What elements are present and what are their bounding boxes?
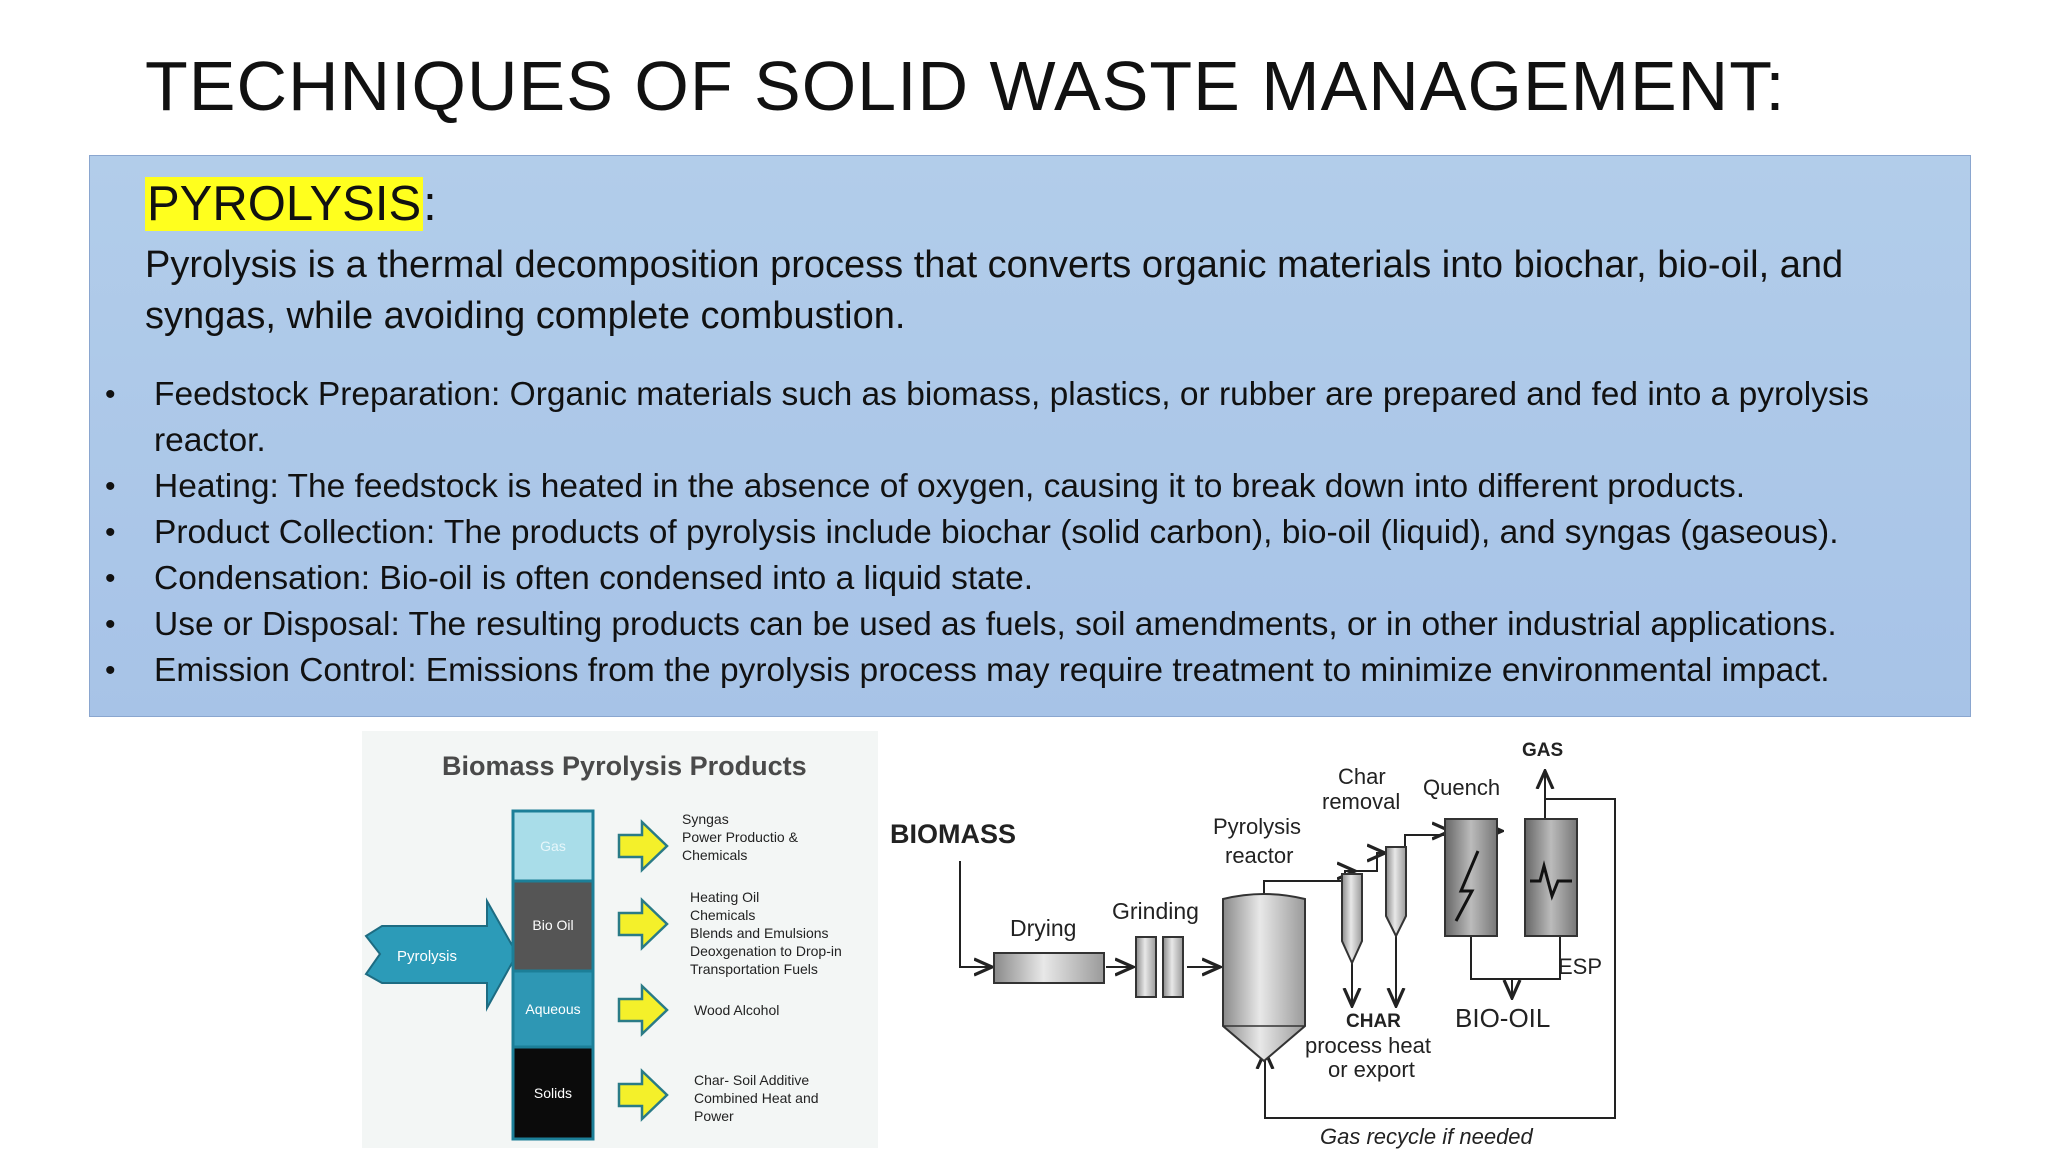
bio-oil-label: BIO-OIL <box>1455 1003 1550 1033</box>
drying-label: Drying <box>1010 915 1076 941</box>
biomass-products-figure: Biomass Pyrolysis Products Pyrolysis Gas… <box>362 731 878 1148</box>
highlighted-heading: PYROLYSIS <box>145 177 424 231</box>
yellow-arrow-icon <box>617 983 669 1037</box>
output-text: Wood Alcohol <box>694 1002 779 1018</box>
aqueous-label: Aqueous <box>525 1001 580 1017</box>
output-text: Heating Oil <box>690 889 759 905</box>
output-text: Blends and Emulsions <box>690 925 829 941</box>
output-text: Power <box>694 1108 734 1124</box>
heading-colon: : <box>423 177 437 231</box>
section-heading: PYROLYSIS: <box>145 176 437 232</box>
bio-oil-layer <box>511 879 595 973</box>
lightning-icon <box>1454 850 1480 922</box>
char-removal-label: Char <box>1338 764 1386 789</box>
bullet-item: Product Collection: The products of pyro… <box>100 510 1960 556</box>
bullet-item: Feedstock Preparation: Organic materials… <box>100 372 1960 464</box>
yellow-arrow-icon <box>617 1068 669 1122</box>
char-note: or export <box>1328 1057 1415 1082</box>
bullet-item: Use or Disposal: The resulting products … <box>100 602 1960 648</box>
gas-label: Gas <box>540 838 566 854</box>
pyrolysis-input-label: Pyrolysis <box>397 948 457 965</box>
pyrolysis-process-diagram: BIOMASS Drying Grinding Pyrolysis reacto… <box>890 740 1616 1149</box>
yellow-arrow-icon <box>617 897 669 951</box>
pyrolysis-input-arrow <box>364 897 519 1012</box>
biomass-products-diagram: Biomass Pyrolysis Products Pyrolysis Gas… <box>364 751 842 1141</box>
pyrolysis-reactor <box>1222 893 1306 1063</box>
bio-oil-label: Bio Oil <box>532 917 573 933</box>
bullet-item: Condensation: Bio-oil is often condensed… <box>100 556 1960 602</box>
bio-oil-manifold <box>1470 936 1561 980</box>
output-text: Chemicals <box>690 907 755 923</box>
solids-layer <box>511 1045 595 1141</box>
yellow-arrow-icon <box>617 819 669 873</box>
reactor-label: Pyrolysis <box>1213 814 1301 839</box>
output-text: Char- Soil Additive <box>694 1072 809 1088</box>
cyclone-2 <box>1385 846 1407 939</box>
esp-unit <box>1524 818 1578 937</box>
intro-paragraph: Pyrolysis is a thermal decomposition pro… <box>145 244 1844 337</box>
gas-label: GAS <box>1522 740 1563 761</box>
grinding-label: Grinding <box>1112 898 1199 924</box>
biomass-label: BIOMASS <box>890 819 1016 849</box>
output-text: Transportation Fuels <box>690 961 818 977</box>
esp-label: ESP <box>1558 954 1602 979</box>
output-text: Deoxgenation to Drop-in <box>690 943 842 959</box>
pyrolysis-process-figure: BIOMASS Drying Grinding Pyrolysis reacto… <box>880 731 1640 1152</box>
grinder-roll <box>1162 936 1184 998</box>
bullet-item: Heating: The feedstock is heated in the … <box>100 464 1960 510</box>
recycle-line <box>1265 798 1616 1119</box>
aqueous-layer <box>511 969 595 1049</box>
flow-arrow <box>959 861 992 967</box>
bullet-item: Emission Control: Emissions from the pyr… <box>100 648 1960 694</box>
char-label: CHAR <box>1346 1011 1401 1032</box>
bullet-list: Feedstock Preparation: Organic materials… <box>100 372 1960 694</box>
solids-label: Solids <box>534 1085 572 1101</box>
output-text: Chemicals <box>682 847 747 863</box>
quench-label: Quench <box>1423 775 1500 800</box>
output-text: Combined Heat and <box>694 1090 819 1106</box>
char-note: process heat <box>1305 1033 1431 1058</box>
output-text: Power Productio & <box>682 829 799 845</box>
dryer-unit <box>993 952 1105 984</box>
cyclone-1 <box>1341 873 1363 966</box>
figure-title: Biomass Pyrolysis Products <box>442 751 807 781</box>
zigzag-icon <box>1530 860 1572 901</box>
slide-title: TECHNIQUES OF SOLID WASTE MANAGEMENT: <box>145 47 1786 125</box>
quench-tower <box>1444 818 1498 937</box>
output-text: Syngas <box>682 811 729 827</box>
char-removal-label: removal <box>1322 789 1400 814</box>
flow-arrow <box>1350 853 1385 872</box>
grinder-roll <box>1135 936 1157 998</box>
recycle-label: Gas recycle if needed <box>1320 1124 1534 1149</box>
flow-arrow <box>1404 831 1450 853</box>
reactor-label: reactor <box>1225 843 1293 868</box>
